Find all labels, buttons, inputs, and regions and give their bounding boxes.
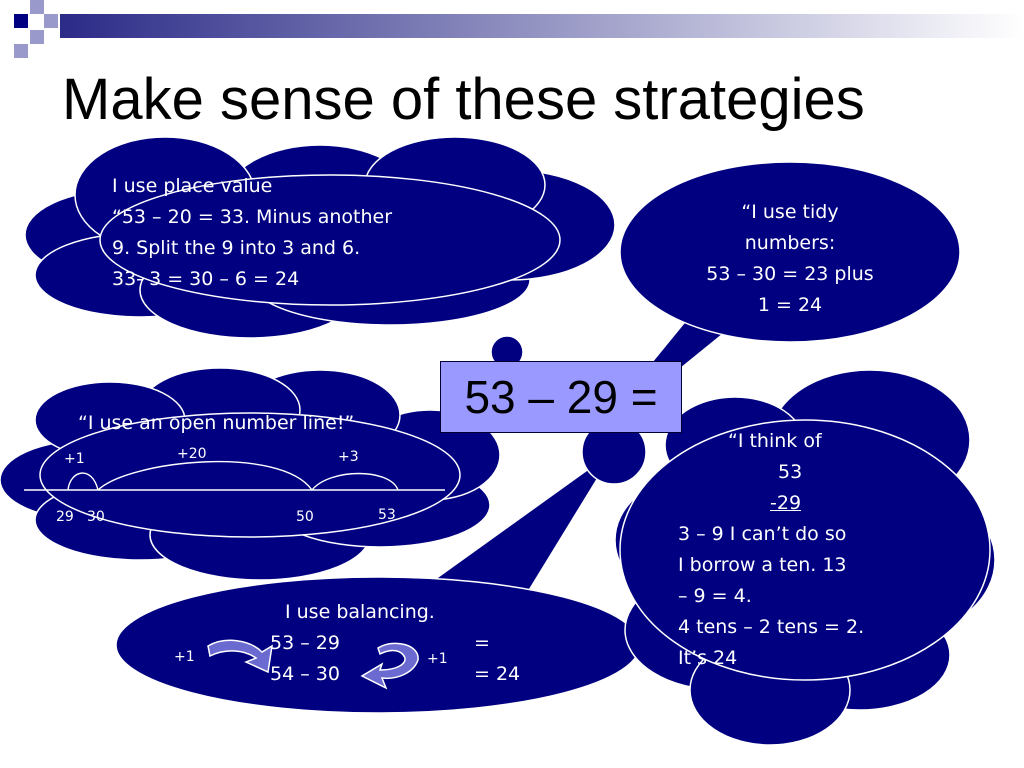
tidy-numbers-text: “I use tidy numbers: 53 – 30 = 23 plus 1…: [680, 197, 900, 321]
deco-square: [30, 30, 44, 44]
problem-box: 53 – 29 =: [440, 361, 682, 433]
deco-square: [30, 0, 44, 14]
cloud-place-value: [24, 136, 616, 339]
deco-square: [44, 14, 58, 28]
bubble-balancing: [115, 449, 641, 714]
cloud-think-of: [614, 369, 996, 746]
tidy-numbers-line: “I use tidy: [741, 201, 839, 223]
place-value-line: 33- 3 = 30 – 6 = 24: [112, 268, 300, 290]
place-value-line: I use place value: [112, 175, 273, 197]
balancing-row-1: 53 – 29: [270, 632, 340, 654]
jump-arc-plus-3: [311, 472, 399, 491]
balancing-row-2: 54 – 30: [270, 663, 340, 685]
balancing-equals-2: = 24: [474, 663, 521, 685]
number-line-caption: “I use an open number line!”: [78, 412, 355, 434]
think-of-step: – 9 = 4.: [678, 585, 752, 607]
tick-label: 30: [87, 509, 105, 525]
think-of-step: 3 – 9 I can’t do so: [678, 523, 847, 545]
jump-label: +1: [64, 451, 85, 467]
think-of-step: I borrow a ten. 13: [678, 554, 847, 576]
jump-arc-plus-20: [97, 460, 313, 491]
think-of-line: -29: [678, 488, 864, 519]
left-curved-arrow: [207, 639, 273, 674]
tick-label: 29: [56, 509, 74, 525]
think-of-step: 4 tens – 2 tens = 2.: [678, 616, 865, 638]
open-number-line: [24, 460, 445, 491]
tick-label: 50: [296, 509, 314, 525]
cloud-number-line: [0, 367, 501, 581]
tidy-numbers-line: numbers:: [744, 232, 836, 254]
place-value-text: I use place value “53 – 20 = 33. Minus a…: [112, 171, 392, 295]
tidy-numbers-line: 1 = 24: [757, 294, 823, 316]
deco-square: [14, 14, 28, 28]
subtrahend-underlined: -29: [770, 492, 802, 514]
place-value-line: 9. Split the 9 into 3 and 6.: [112, 237, 361, 259]
think-of-step: It’s 24: [678, 647, 738, 669]
gradient-bar: [60, 14, 1024, 38]
jump-label: +3: [338, 449, 359, 465]
balancing-heading: I use balancing.: [285, 601, 435, 623]
think-of-line: 53: [778, 461, 803, 483]
right-curved-arrow: [360, 642, 419, 690]
balancing-left-adjust: +1: [174, 649, 195, 665]
think-of-line: “I think of: [728, 430, 822, 452]
think-of-text: “I think of 53 -29 3 – 9 I can’t do so I…: [678, 426, 864, 674]
jump-arc-plus-1: [67, 472, 99, 491]
deco-square: [14, 44, 28, 58]
title-decoration: [14, 0, 1024, 58]
tidy-numbers-line: 53 – 30 = 23 plus: [706, 263, 874, 285]
place-value-line: “53 – 20 = 33. Minus another: [112, 206, 393, 228]
jump-label: +20: [177, 446, 207, 462]
balancing-equals-1: =: [474, 632, 490, 654]
tick-label: 53: [378, 507, 396, 523]
balancing-right-adjust: +1: [427, 651, 448, 667]
slide-title: Make sense of these strategies: [62, 67, 865, 132]
balancing-arrows: [207, 639, 419, 690]
